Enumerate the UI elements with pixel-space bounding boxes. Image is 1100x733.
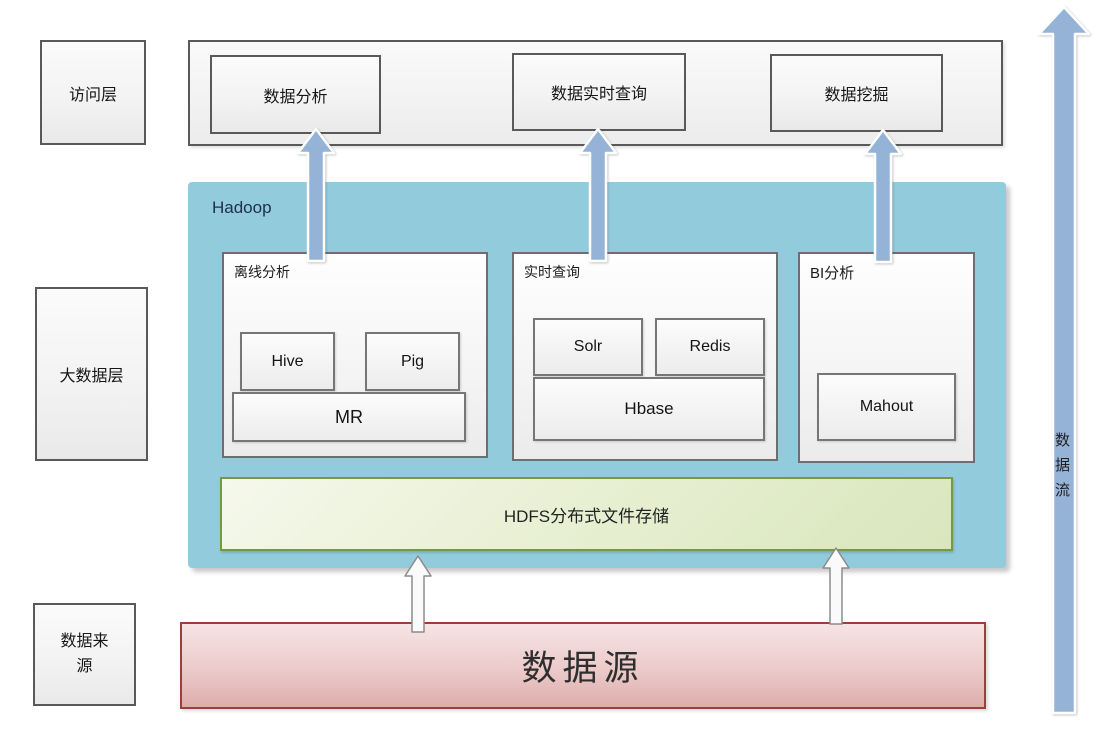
component-label-redis: Redis — [689, 338, 731, 355]
app-label-realtime-query: 数据实时查询 — [550, 86, 647, 103]
component-box-solr: Solr — [533, 318, 643, 376]
component-box-mr: MR — [232, 392, 466, 442]
group-label-bi-analysis: BI分析 — [810, 265, 855, 282]
component-label-hbase: Hbase — [624, 399, 674, 418]
component-box-hbase: Hbase — [533, 377, 765, 441]
up-arrow-icon-source-to-hdfs-left — [402, 554, 434, 634]
layer-label-source: 数据来源 — [60, 632, 109, 675]
layer-box-source: 数据来源 — [33, 603, 136, 706]
group-label-realtime-query: 实时查询 — [524, 264, 580, 280]
up-arrow-icon-offline-to-analysis — [296, 127, 336, 263]
component-box-pig: Pig — [365, 332, 460, 391]
group-label-offline-analysis: 离线分析 — [234, 264, 290, 280]
up-arrow-icon-source-to-hdfs-right — [820, 546, 852, 626]
up-arrow-icon-bi-to-mining — [863, 128, 903, 264]
layer-label-access: 访问层 — [68, 86, 117, 104]
hadoop-title: Hadoop — [212, 198, 272, 217]
component-label-solr: Solr — [573, 338, 603, 355]
component-label-pig: Pig — [400, 352, 425, 370]
hdfs-storage-bar: HDFS分布式文件存储 — [220, 477, 953, 551]
hdfs-storage-label: HDFS分布式文件存储 — [503, 506, 670, 526]
data-source-bar: 数据源 — [180, 622, 986, 709]
dataflow-up-arrow-icon — [1037, 4, 1091, 716]
app-box-realtime-query: 数据实时查询 — [512, 53, 686, 131]
layer-label-bigdata: 大数据层 — [59, 368, 124, 385]
dataflow-label: 数据流 — [1054, 432, 1070, 499]
app-label-data-analysis: 数据分析 — [263, 88, 328, 106]
component-box-redis: Redis — [655, 318, 765, 376]
up-arrow-icon-realtime-to-query — [578, 127, 618, 263]
app-label-data-mining: 数据挖掘 — [824, 87, 889, 104]
component-label-hive: Hive — [271, 352, 304, 370]
layer-box-bigdata: 大数据层 — [35, 287, 148, 461]
component-box-hive: Hive — [240, 332, 335, 391]
component-label-mahout: Mahout — [859, 398, 914, 415]
component-label-mr: MR — [335, 406, 363, 427]
component-box-mahout: Mahout — [817, 373, 956, 441]
data-source-label: 数据源 — [521, 649, 645, 688]
layer-box-access: 访问层 — [40, 40, 146, 145]
app-box-data-mining: 数据挖掘 — [770, 54, 943, 132]
app-box-data-analysis: 数据分析 — [210, 55, 381, 134]
